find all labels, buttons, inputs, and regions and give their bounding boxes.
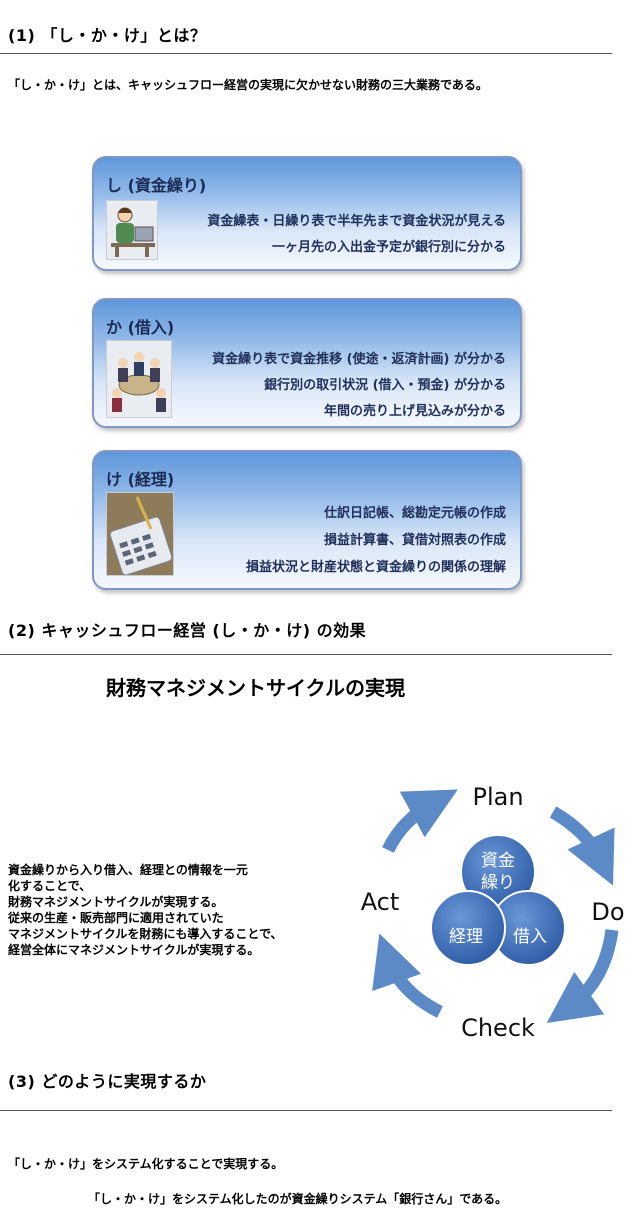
cycle-title: 財務マネジメントサイクルの実現	[106, 672, 405, 701]
management-cycle-diagram: Plan Do Check Act 資金 繰り 経理 借入	[340, 760, 630, 1050]
description-line: 経営全体にマネジメントサイクルが実現する。	[8, 942, 328, 958]
description-line: 資金繰りから入り借入、経理との情報を一元	[8, 862, 328, 878]
card-line: 一ヶ月先の入出金予定が銀行別に分かる	[272, 236, 506, 255]
card-shikin: し (資金繰り) 資金繰表・日繰り表で半年先まで資金状況が見える 一ヶ月先の入出…	[92, 156, 522, 271]
arrow-act-to-plan	[388, 802, 435, 850]
card-keiri: け (経理) 仕訳日記帳、総勘定元帳の作成 損益計算書、貸借対照表の作成 損益状…	[92, 450, 522, 590]
card-line: 損益状況と財産状態と資金繰りの関係の理解	[246, 556, 506, 575]
section3-heading: (3) どのように実現するか	[8, 1068, 206, 1092]
card-title: か (借入)	[106, 314, 174, 338]
card-kariire: か (借入) 資金繰り表で資金推移 (使途・返済計画) が分かる 銀行別の取引状…	[92, 298, 522, 428]
card-title: し (資金繰り)	[106, 172, 206, 196]
section1-intro: 「し・か・け」とは、キャッシュフロー経営の実現に欠かせない財務の三大業務である。	[8, 76, 488, 93]
cycle-label-do: Do	[591, 898, 624, 926]
description-line: 従来の生産・販売部門に適用されていた	[8, 910, 328, 926]
arrow-do-to-check	[568, 930, 612, 1008]
section1-divider	[0, 53, 612, 54]
meeting-illustration-icon	[106, 340, 172, 418]
office-worker-illustration-icon	[106, 200, 158, 260]
card-line: 資金繰り表で資金推移 (使途・返済計画) が分かる	[212, 348, 506, 367]
card-line: 仕訳日記帳、総勘定元帳の作成	[324, 502, 506, 521]
circle-label-shikin-2: 繰り	[481, 873, 515, 893]
section3-divider	[0, 1110, 612, 1111]
calculator-photo-icon	[106, 492, 174, 576]
section3-line1: 「し・か・け」をシステム化することで実現する。	[8, 1155, 283, 1172]
cycle-description: 資金繰りから入り借入、経理との情報を一元 化することで、 財務マネジメントサイク…	[8, 862, 328, 958]
card-line: 銀行別の取引状況 (借入・預金) が分かる	[264, 374, 506, 393]
circle-label-keiri: 経理	[449, 927, 483, 947]
section3-line2: 「し・か・け」をシステム化したのが資金繰りシステム「銀行さん」である。	[88, 1190, 507, 1207]
section2-divider	[0, 654, 612, 655]
card-line: 損益計算書、貸借対照表の作成	[324, 529, 506, 548]
description-line: 財務マネジメントサイクルが実現する。	[8, 894, 328, 910]
card-line: 年間の売り上げ見込みが分かる	[324, 400, 506, 419]
section2-heading: (2) キャッシュフロー経営 (し・か・け) の効果	[8, 617, 366, 641]
arrow-plan-to-do	[553, 812, 602, 862]
card-line: 資金繰表・日繰り表で半年先まで資金状況が見える	[207, 210, 506, 229]
card-title: け (経理)	[106, 466, 174, 490]
cycle-label-plan: Plan	[472, 783, 523, 811]
arrow-check-to-act	[388, 958, 440, 1012]
description-line: 化することで、	[8, 878, 328, 894]
circle-label-kariire: 借入	[513, 927, 547, 947]
section1-heading: (1) 「し・か・け」とは？	[8, 22, 206, 46]
cycle-label-check: Check	[461, 1014, 535, 1042]
cycle-label-act: Act	[361, 888, 400, 916]
circle-label-shikin-1: 資金	[481, 851, 515, 871]
description-line: マネジメントサイクルを財務にも導入することで、	[8, 926, 328, 942]
